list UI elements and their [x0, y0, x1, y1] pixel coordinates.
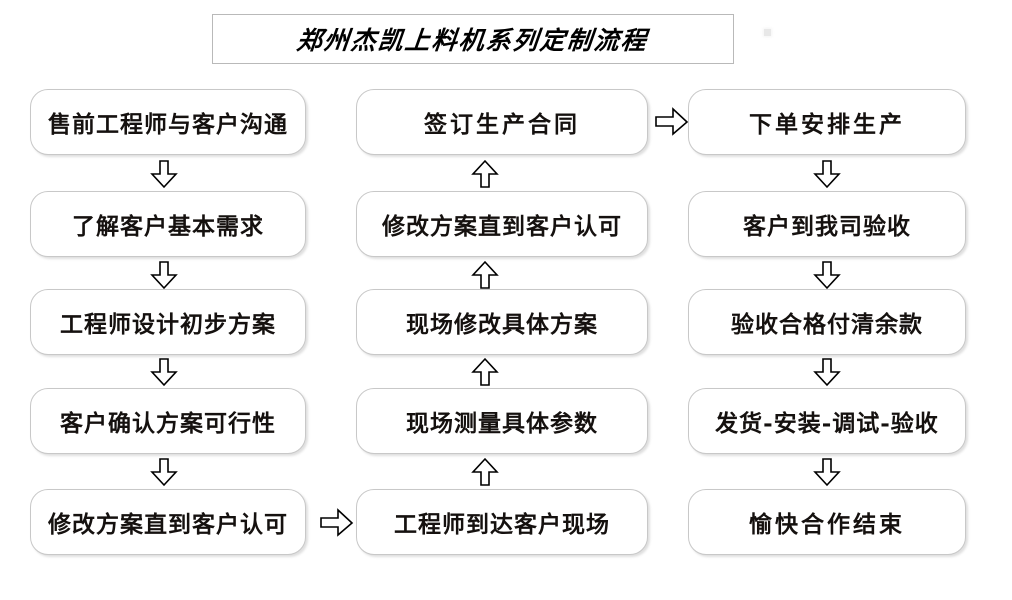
node-middle-3-label: 现场修改具体方案: [406, 311, 598, 338]
node-right-4[interactable]: 发货-安装-调试-验收: [688, 388, 966, 454]
arrow-up-icon-middle-4-3: [470, 357, 500, 386]
arrow-right-icon-middle-to-right: [655, 107, 689, 136]
arrow-up-icon-middle-3-2: [470, 260, 500, 289]
arrow-down-icon-right-1-2: [812, 160, 842, 189]
stray-artifact-mark: [764, 29, 771, 36]
arrow-down-icon-right-2-3: [812, 261, 842, 290]
node-middle-4-label: 现场测量具体参数: [406, 410, 598, 437]
node-right-2[interactable]: 客户到我司验收: [688, 191, 966, 257]
node-right-1[interactable]: 下单安排生产: [688, 89, 966, 155]
arrow-down-icon-left-4-5: [149, 458, 179, 487]
node-right-5-label: 愉快合作结束: [749, 511, 905, 538]
arrow-down-icon-right-3-4: [812, 358, 842, 387]
arrow-down-icon-left-3-4: [149, 358, 179, 387]
node-middle-1-label: 签订生产合同: [424, 111, 580, 138]
node-middle-5[interactable]: 工程师到达客户现场: [356, 489, 648, 555]
node-middle-1[interactable]: 签订生产合同: [356, 89, 648, 155]
node-right-5[interactable]: 愉快合作结束: [688, 489, 966, 555]
node-left-3[interactable]: 工程师设计初步方案: [30, 289, 306, 355]
chart-title-box: 郑州杰凯上料机系列定制流程: [212, 14, 734, 64]
node-left-5-label: 修改方案直到客户认可: [48, 511, 288, 538]
node-right-3-label: 验收合格付清余款: [731, 311, 923, 338]
node-middle-4[interactable]: 现场测量具体参数: [356, 388, 648, 454]
node-left-3-label: 工程师设计初步方案: [60, 311, 276, 338]
node-middle-5-label: 工程师到达客户现场: [394, 511, 610, 538]
chart-title-text: 郑州杰凯上料机系列定制流程: [295, 26, 650, 55]
node-left-1[interactable]: 售前工程师与客户沟通: [30, 89, 306, 155]
node-left-5[interactable]: 修改方案直到客户认可: [30, 489, 306, 555]
node-left-4-label: 客户确认方案可行性: [60, 410, 276, 437]
node-left-4[interactable]: 客户确认方案可行性: [30, 388, 306, 454]
arrow-down-icon-right-4-5: [812, 458, 842, 487]
arrow-down-icon-left-2-3: [149, 261, 179, 290]
node-middle-3[interactable]: 现场修改具体方案: [356, 289, 648, 355]
node-right-2-label: 客户到我司验收: [743, 213, 911, 240]
arrow-down-icon-left-1-2: [149, 160, 179, 189]
node-right-3[interactable]: 验收合格付清余款: [688, 289, 966, 355]
node-left-1-label: 售前工程师与客户沟通: [48, 111, 288, 138]
node-left-2[interactable]: 了解客户基本需求: [30, 191, 306, 257]
arrow-right-icon-left-to-middle: [320, 508, 354, 537]
arrow-up-icon-middle-2-1: [470, 159, 500, 188]
node-middle-2[interactable]: 修改方案直到客户认可: [356, 191, 648, 257]
node-right-4-label: 发货-安装-调试-验收: [715, 410, 939, 437]
node-middle-2-label: 修改方案直到客户认可: [382, 213, 622, 240]
node-left-2-label: 了解客户基本需求: [72, 213, 264, 240]
arrow-up-icon-middle-5-4: [470, 457, 500, 486]
node-right-1-label: 下单安排生产: [749, 111, 905, 138]
